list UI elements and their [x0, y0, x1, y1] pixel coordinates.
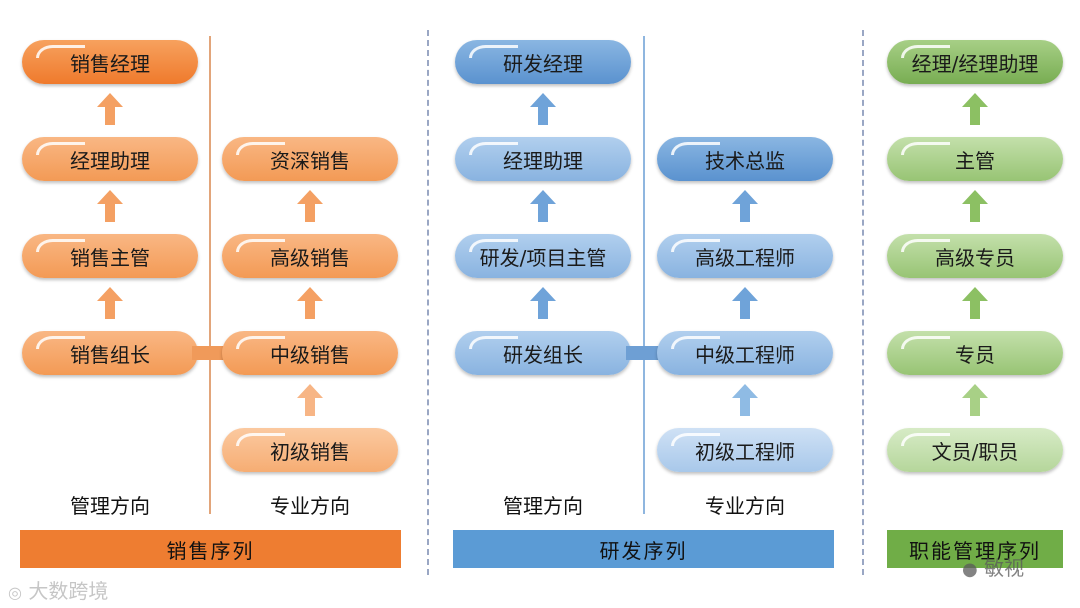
func-level-4: 专员 [887, 331, 1063, 375]
rd-connector [626, 346, 662, 360]
rd-mgmt-level-4: 研发组长 [455, 331, 631, 375]
rd-mgmt-level-3-label: 研发/项目主管 [479, 245, 607, 270]
sales-mgmt-level-2-label: 经理助理 [70, 148, 150, 173]
rd-mgmt-level-2-label: 经理助理 [503, 148, 583, 173]
rd-mgmt-level-1-label: 研发经理 [503, 51, 583, 76]
func-level-3: 高级专员 [887, 234, 1063, 278]
func-level-5-label: 文员/职员 [931, 439, 1019, 464]
up-arrow-icon [97, 190, 123, 222]
section-separator [427, 30, 429, 575]
up-arrow-icon [530, 93, 556, 125]
sales-prof-direction-label: 专业方向 [270, 494, 350, 518]
func-level-2-label: 主管 [955, 148, 995, 173]
rd-sequence-bar: 研发序列 [453, 530, 834, 568]
up-arrow-icon [962, 384, 988, 416]
func-level-2: 主管 [887, 137, 1063, 181]
func-level-1-label: 经理/经理助理 [911, 51, 1039, 76]
func-sequence-label: 职能管理序列 [909, 538, 1041, 563]
rd-mgmt-level-2: 经理助理 [455, 137, 631, 181]
sales-sequence-bar: 销售序列 [20, 530, 401, 568]
rd-prof-level-2-label: 高级工程师 [695, 245, 795, 270]
sales-mgmt-level-2: 经理助理 [22, 137, 198, 181]
up-arrow-icon [530, 287, 556, 319]
sales-prof-level-3-label: 中级销售 [270, 342, 350, 367]
up-arrow-icon [530, 190, 556, 222]
up-arrow-icon [297, 287, 323, 319]
rd-mgmt-direction-label: 管理方向 [503, 494, 583, 518]
sales-prof-level-4-label: 初级销售 [270, 439, 350, 464]
func-level-1: 经理/经理助理 [887, 40, 1063, 84]
up-arrow-icon [97, 287, 123, 319]
watermark-left: ◎ 大数跨境 [8, 575, 108, 604]
up-arrow-icon [732, 190, 758, 222]
sales-mgmt-direction-label: 管理方向 [70, 494, 150, 518]
rd-mgmt-level-4-label: 研发组长 [503, 342, 583, 367]
sales-prof-level-2: 高级销售 [222, 234, 398, 278]
func-level-3-label: 高级专员 [935, 245, 1015, 270]
rd-sequence-label: 研发序列 [599, 538, 688, 563]
sales-prof-level-1: 资深销售 [222, 137, 398, 181]
func-level-4-label: 专员 [955, 342, 995, 367]
up-arrow-icon [962, 93, 988, 125]
sales-prof-level-1-label: 资深销售 [270, 148, 350, 173]
up-arrow-icon [732, 384, 758, 416]
rd-divider [643, 36, 645, 514]
sales-mgmt-level-1-label: 销售经理 [70, 51, 150, 76]
sales-prof-level-2-label: 高级销售 [270, 245, 350, 270]
watermark-left-text: 大数跨境 [28, 579, 109, 603]
sales-divider [209, 36, 211, 514]
sales-prof-level-3: 中级销售 [222, 331, 398, 375]
func-sequence-bar: 职能管理序列 [887, 530, 1063, 568]
up-arrow-icon [962, 287, 988, 319]
func-level-5: 文员/职员 [887, 428, 1063, 472]
rd-mgmt-level-1: 研发经理 [455, 40, 631, 84]
rd-prof-direction-label: 专业方向 [705, 494, 785, 518]
rd-prof-level-2: 高级工程师 [657, 234, 833, 278]
up-arrow-icon [97, 93, 123, 125]
up-arrow-icon [962, 190, 988, 222]
up-arrow-icon [297, 190, 323, 222]
sales-mgmt-level-3-label: 销售主管 [70, 245, 150, 270]
section-separator [862, 30, 864, 575]
rd-prof-level-3: 中级工程师 [657, 331, 833, 375]
sales-mgmt-level-4: 销售组长 [22, 331, 198, 375]
sales-prof-level-4: 初级销售 [222, 428, 398, 472]
watermark-right: ● 敏视 [962, 552, 1024, 581]
rd-prof-level-4: 初级工程师 [657, 428, 833, 472]
rd-prof-level-1-label: 技术总监 [705, 148, 785, 173]
rd-prof-level-3-label: 中级工程师 [695, 342, 795, 367]
up-arrow-icon [297, 384, 323, 416]
up-arrow-icon [732, 287, 758, 319]
rd-prof-level-4-label: 初级工程师 [695, 439, 795, 464]
logo-icon: ◎ [8, 583, 22, 602]
rd-prof-level-1: 技术总监 [657, 137, 833, 181]
sales-sequence-label: 销售序列 [166, 538, 255, 563]
rd-mgmt-level-3: 研发/项目主管 [455, 234, 631, 278]
sales-mgmt-level-4-label: 销售组长 [70, 342, 150, 367]
sales-connector [192, 346, 228, 360]
sales-mgmt-level-1: 销售经理 [22, 40, 198, 84]
watermark-right-text: 敏视 [984, 556, 1025, 580]
sales-mgmt-level-3: 销售主管 [22, 234, 198, 278]
wechat-icon: ● [962, 559, 978, 580]
